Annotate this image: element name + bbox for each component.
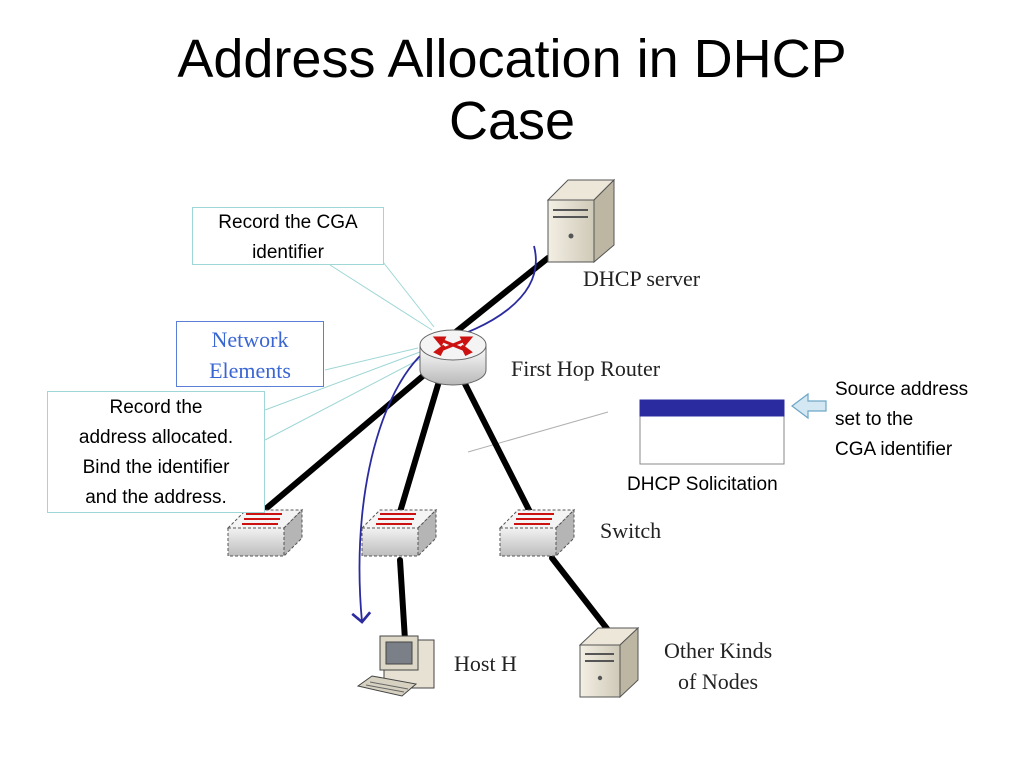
- dhcp-solicitation-packet: [639, 399, 785, 465]
- switch-icon-left: [226, 508, 304, 558]
- callout-record-cga-line-1: Record the CGA: [218, 212, 358, 233]
- callout-pointers: [264, 261, 609, 453]
- network-elements-box: Network Elements: [176, 321, 324, 387]
- callout-record-address-line-3: Bind the identifier: [82, 457, 230, 478]
- switch-label: Switch: [600, 518, 662, 543]
- host-h-label: Host H: [454, 651, 517, 676]
- callout-record-address-line-1: Record the: [109, 397, 203, 418]
- other-kinds-line-2: of Nodes: [678, 669, 759, 694]
- callout-record-address: Record the address allocated. Bind the i…: [47, 391, 265, 513]
- callout-record-cga: Record the CGA identifier: [192, 207, 384, 265]
- dhcp-server-label: DHCP server: [583, 266, 701, 291]
- network-links: [259, 255, 611, 643]
- source-address-line-3: CGA identifier: [835, 439, 953, 460]
- callout-record-cga-line-2: identifier: [252, 242, 324, 263]
- desktop-computer-icon: [356, 635, 435, 697]
- left-arrow-icon: [791, 392, 827, 420]
- title-line-1: Address Allocation in DHCP: [177, 29, 847, 89]
- source-address-line-2: set to the: [835, 409, 914, 430]
- title-line-2: Case: [448, 91, 576, 151]
- first-hop-router-label: First Hop Router: [511, 356, 661, 381]
- callout-record-address-line-2: address allocated.: [78, 427, 234, 448]
- source-address-note: Source address set to the CGA identifier: [835, 375, 968, 465]
- message-flow-arrow: [351, 245, 537, 624]
- router-icon: [419, 329, 487, 386]
- other-nodes-server-icon: [578, 626, 640, 699]
- other-kinds-label: Other Kinds of Nodes: [664, 635, 772, 697]
- slide-title: Address Allocation in DHCP Case: [0, 28, 1024, 152]
- dhcp-solicitation-label: DHCP Solicitation: [627, 474, 778, 495]
- network-elements-line-2: Elements: [209, 358, 291, 383]
- other-kinds-line-1: Other Kinds: [664, 638, 773, 663]
- dhcp-server-icon: [546, 178, 616, 264]
- switch-icon-middle: [360, 508, 438, 558]
- source-address-line-1: Source address: [835, 379, 969, 400]
- network-elements-line-1: Network: [211, 327, 289, 352]
- callout-record-address-line-4: and the address.: [85, 487, 227, 508]
- switch-icon-right: [498, 508, 576, 558]
